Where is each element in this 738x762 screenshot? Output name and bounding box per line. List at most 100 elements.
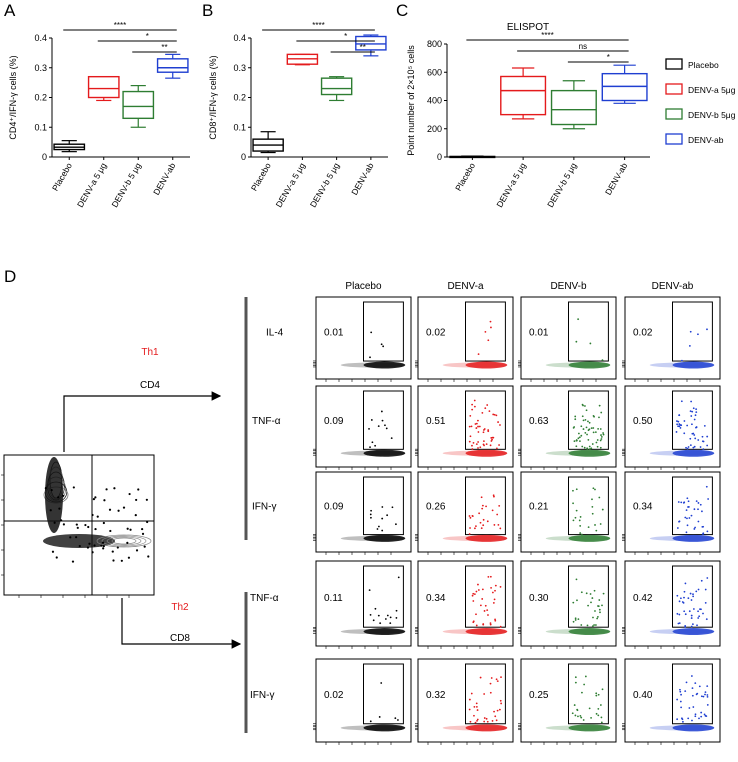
event-dot	[697, 333, 699, 336]
event-dot	[486, 404, 489, 406]
panel-letter-d: D	[4, 267, 16, 286]
event-dot	[490, 326, 492, 329]
event-dot	[586, 448, 589, 450]
event-dot	[704, 693, 706, 696]
event-dot	[492, 602, 495, 604]
gate-percentage: 0.34	[426, 593, 446, 604]
event-dot	[590, 427, 593, 430]
event-dot	[479, 676, 482, 679]
event-dot	[702, 695, 705, 698]
gate-box	[672, 663, 713, 725]
event-dot	[582, 404, 584, 407]
panel-letter-c: C	[396, 1, 408, 20]
event-dot	[702, 525, 705, 528]
event-dot	[101, 541, 105, 544]
population-density	[672, 628, 715, 636]
event-dot	[374, 607, 377, 610]
event-dot	[497, 421, 499, 423]
population-density	[363, 534, 406, 542]
population-density	[649, 535, 715, 541]
event-dot	[135, 549, 139, 552]
event-dot	[473, 705, 476, 708]
event-dot	[588, 707, 591, 710]
event-dot	[471, 594, 474, 597]
population-density	[545, 535, 611, 541]
event-dot	[369, 720, 372, 723]
event-dot	[397, 576, 400, 579]
event-dot	[706, 530, 709, 533]
event-dot	[44, 487, 47, 490]
gate-percentage: 0.21	[529, 502, 549, 513]
box	[122, 90, 155, 120]
cd8-arrow	[121, 598, 242, 649]
event-dot	[128, 492, 131, 496]
population-density	[442, 535, 508, 541]
population-density	[465, 628, 508, 636]
event-dot	[599, 446, 602, 449]
x-tick-label: Placebo	[50, 161, 74, 193]
gate-percentage: 0.02	[324, 690, 344, 701]
significance-label: ns	[579, 42, 587, 51]
event-dot	[700, 579, 703, 582]
event-dot	[694, 437, 697, 440]
double-population	[43, 534, 115, 548]
th2-label: Th2	[171, 602, 189, 613]
event-dot	[586, 624, 589, 627]
event-dot	[492, 413, 495, 416]
event-dot	[590, 716, 592, 719]
y-tick-label: 0	[437, 152, 442, 162]
gate-percentage: 0.01	[324, 328, 344, 339]
event-dot	[495, 414, 498, 417]
column-header: Placebo	[345, 281, 382, 292]
event-dot	[678, 613, 681, 616]
contour	[111, 537, 137, 545]
event-dot	[385, 427, 388, 430]
event-dot	[687, 506, 689, 508]
event-dot	[583, 683, 586, 686]
event-dot	[72, 486, 75, 489]
event-dot	[491, 436, 494, 439]
event-dot	[395, 523, 397, 526]
event-dot	[58, 507, 61, 510]
panel-letter-b: B	[202, 1, 213, 20]
population-density	[363, 361, 406, 369]
event-dot	[113, 487, 116, 490]
row-marker-label: IFN-γ	[252, 502, 276, 513]
event-dot	[685, 531, 688, 534]
panel-letter-a: A	[4, 1, 16, 20]
event-dot	[676, 527, 679, 529]
event-dot	[591, 505, 594, 508]
event-dot	[601, 688, 604, 691]
population-density	[442, 629, 508, 635]
event-dot	[94, 527, 97, 531]
event-dot	[688, 610, 691, 613]
gate-box	[672, 390, 713, 450]
event-dot	[689, 410, 692, 413]
event-dot	[370, 516, 372, 519]
event-dot	[691, 694, 694, 697]
event-dot	[377, 525, 380, 528]
gate-box	[465, 390, 506, 450]
event-dot	[676, 698, 679, 701]
event-dot	[488, 410, 491, 413]
event-dot	[485, 717, 488, 720]
event-dot	[697, 502, 700, 504]
flow-plot: 0.63	[518, 385, 617, 470]
event-dot	[500, 676, 502, 679]
event-dot	[143, 545, 146, 548]
event-dot	[495, 447, 498, 450]
event-dot	[480, 527, 483, 530]
event-dot	[496, 709, 499, 712]
event-dot	[680, 400, 683, 403]
event-dot	[482, 623, 485, 626]
event-dot	[483, 717, 486, 719]
event-dot	[126, 527, 129, 530]
event-dot	[391, 506, 394, 509]
event-dot	[675, 431, 678, 433]
event-dot	[129, 528, 132, 531]
event-dot	[108, 508, 112, 511]
event-dot	[572, 519, 575, 522]
event-dot	[696, 692, 699, 695]
event-dot	[706, 694, 709, 696]
cd8-label: CD8	[170, 633, 190, 644]
